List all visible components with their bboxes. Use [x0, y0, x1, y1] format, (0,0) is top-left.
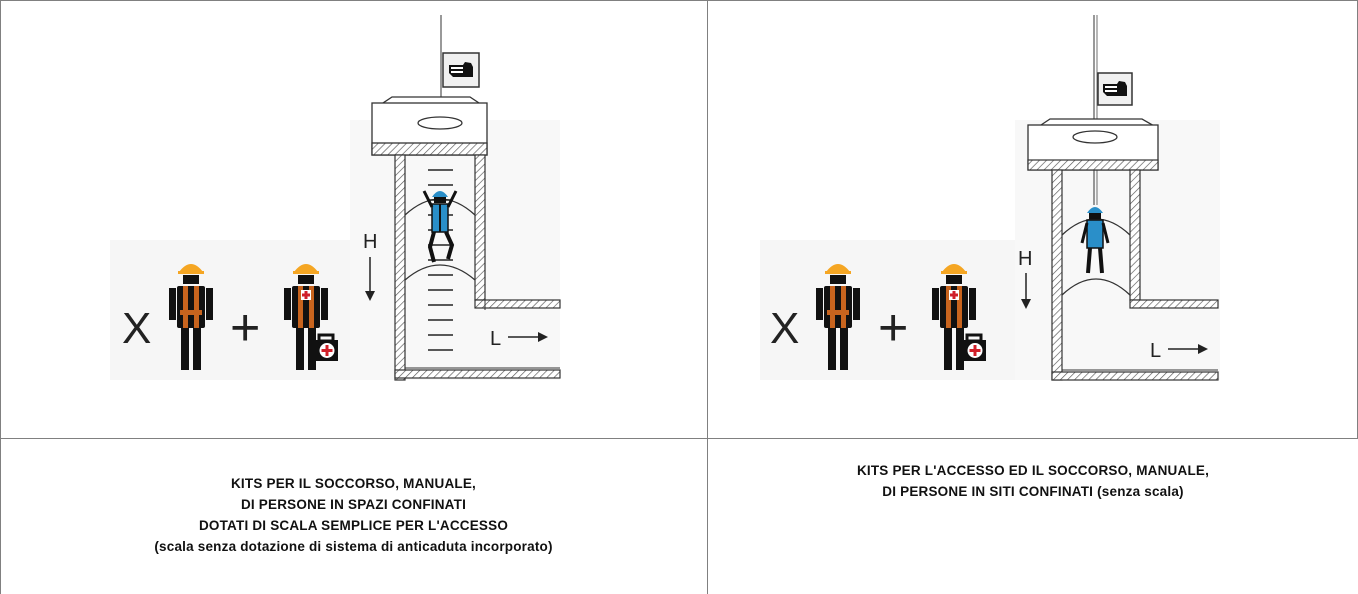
first-aid-kit-icon [316, 333, 338, 361]
panel-2-caption: KITS PER L'ACCESSO ED IL SOCCORSO, MANUA… [708, 460, 1358, 502]
panel-2-illustration: X + H [760, 15, 1220, 381]
length-label: L [490, 328, 501, 350]
caption-line: DOTATI DI SCALA SEMPLICE PER L'ACCESSO [198, 518, 509, 533]
plus-sign: + [878, 299, 908, 357]
first-aid-kit-icon [964, 333, 986, 361]
height-label: H [363, 231, 377, 253]
caption-line: (scala senza dotazione di sistema di ant… [154, 539, 553, 554]
plus-sign: + [230, 299, 260, 357]
length-label: L [1150, 340, 1161, 362]
hand-sign-icon [1097, 72, 1133, 106]
multiplier-sign: X [770, 304, 799, 353]
worker-harness-icon [816, 264, 860, 370]
panel-1-caption: KITS PER IL SOCCORSO, MANUALE, DI PERSON… [0, 473, 707, 557]
height-label: H [1018, 248, 1032, 270]
table-column-divider [707, 0, 708, 594]
table-border-top [0, 0, 1358, 1]
worker-rescuer-icon [932, 264, 976, 370]
multiplier-sign: X [122, 304, 151, 353]
caption-line: DI PERSONE IN SITI CONFINATI (senza scal… [882, 484, 1184, 499]
worker-harness-icon [169, 264, 213, 370]
table-border-left [0, 0, 1, 594]
worker-rescuer-icon [284, 264, 328, 370]
hand-sign-icon [442, 52, 480, 88]
caption-line: KITS PER L'ACCESSO ED IL SOCCORSO, MANUA… [856, 463, 1210, 478]
worker-ladder-icon [422, 190, 458, 263]
table-row-divider [0, 438, 1358, 439]
panel-1-illustration: X + H [110, 15, 561, 381]
worker-rope-icon [1080, 207, 1110, 274]
caption-line: KITS PER IL SOCCORSO, MANUALE, [230, 476, 477, 491]
caption-line: DI PERSONE IN SPAZI CONFINATI [240, 497, 467, 512]
